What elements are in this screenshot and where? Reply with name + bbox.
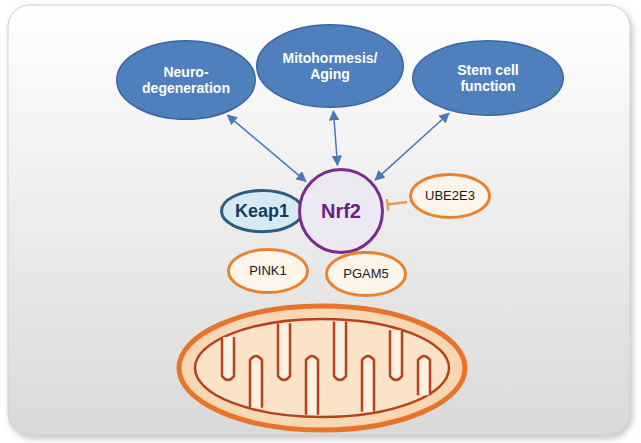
keap1-ellipse: Keap1 bbox=[220, 189, 304, 233]
mitochondrion-inner-membrane bbox=[195, 319, 449, 417]
ellipse-shape bbox=[413, 41, 564, 116]
double-arrow bbox=[333, 111, 337, 165]
crista-fold bbox=[334, 321, 346, 380]
ellipse-shape bbox=[229, 250, 308, 293]
crista-fold bbox=[390, 330, 402, 380]
node-label: Stem cell function bbox=[433, 62, 543, 94]
node-label: Neuro- degeneration bbox=[131, 64, 241, 96]
outcome-ellipse: Neuro- degeneration bbox=[116, 40, 256, 120]
mitochondrion bbox=[179, 306, 465, 430]
crista-fold bbox=[250, 356, 262, 408]
ellipse-shape bbox=[327, 253, 406, 296]
mitochondrion-cristae bbox=[222, 321, 430, 414]
node-label: Mitohormesis/ Aging bbox=[275, 50, 385, 82]
node-label: Nrf2 bbox=[321, 200, 361, 223]
protein-ellipse: PGAM5 bbox=[325, 251, 407, 297]
protein-ellipse: UBE2E3 bbox=[409, 173, 491, 219]
background-panel bbox=[8, 5, 630, 435]
mitochondrion-outer-membrane bbox=[179, 306, 465, 430]
crista-fold bbox=[306, 356, 318, 415]
crista-fold bbox=[222, 337, 234, 380]
double-arrow bbox=[227, 115, 305, 181]
ellipse-shape bbox=[257, 25, 404, 108]
crista-fold bbox=[418, 356, 430, 395]
crista-fold bbox=[362, 356, 374, 412]
ellipse-shape bbox=[411, 175, 490, 218]
outcome-ellipse: Mitohormesis/ Aging bbox=[256, 24, 404, 108]
ellipse-shape bbox=[117, 41, 256, 120]
node-label: PGAM5 bbox=[343, 267, 389, 282]
nrf2-circle: Nrf2 bbox=[298, 168, 384, 254]
ellipse-shape bbox=[221, 190, 302, 231]
node-label: UBE2E3 bbox=[425, 189, 475, 204]
crista-fold bbox=[278, 323, 290, 380]
outcome-ellipse: Stem cell function bbox=[412, 40, 564, 116]
double-arrow bbox=[375, 113, 449, 180]
ellipse-shape bbox=[300, 170, 383, 253]
inhibition-line bbox=[388, 202, 408, 205]
node-label: PINK1 bbox=[249, 264, 287, 279]
protein-ellipse: PINK1 bbox=[227, 248, 309, 294]
node-label: Keap1 bbox=[235, 201, 289, 222]
